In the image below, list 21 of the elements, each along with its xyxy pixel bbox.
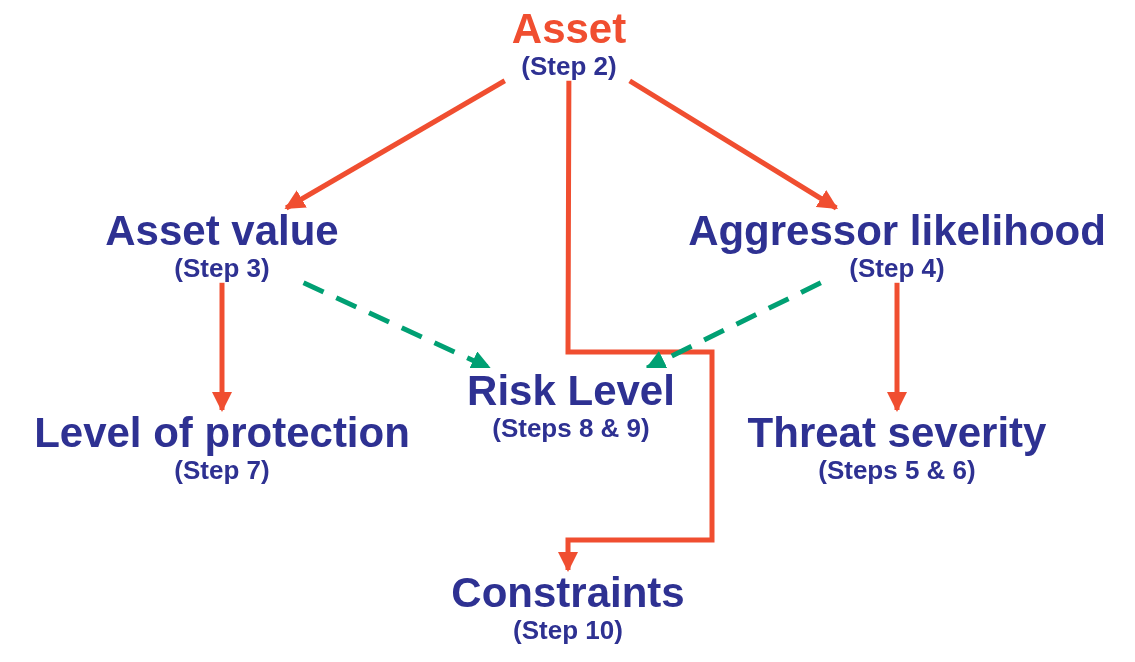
- node-title: Asset value: [104, 208, 340, 255]
- node-title: Aggressor likelihood: [687, 208, 1107, 255]
- step-label: (Step 10): [512, 616, 624, 645]
- arrow: [212, 282, 232, 412]
- step-label: (Steps 8 & 9): [491, 414, 651, 443]
- dashed-arrow: [302, 280, 492, 371]
- node-title: Asset: [510, 6, 628, 53]
- step-label: (Step 7): [173, 456, 270, 485]
- node-title: Risk Level: [466, 368, 676, 415]
- step-label: (Step 3): [173, 254, 271, 283]
- dashed-arrow: [645, 280, 822, 371]
- node-title: Constraints: [450, 570, 686, 617]
- arrow: [284, 78, 507, 211]
- node-title: Threat severity: [746, 410, 1048, 457]
- arrow: [628, 78, 838, 211]
- step-label: (Steps 5 & 6): [817, 456, 976, 485]
- arrow: [558, 80, 715, 572]
- step-label: (Step 4): [849, 254, 946, 283]
- arrow: [887, 282, 907, 412]
- node-title: Level of protection: [33, 410, 411, 457]
- step-label: (Step 2): [520, 52, 618, 81]
